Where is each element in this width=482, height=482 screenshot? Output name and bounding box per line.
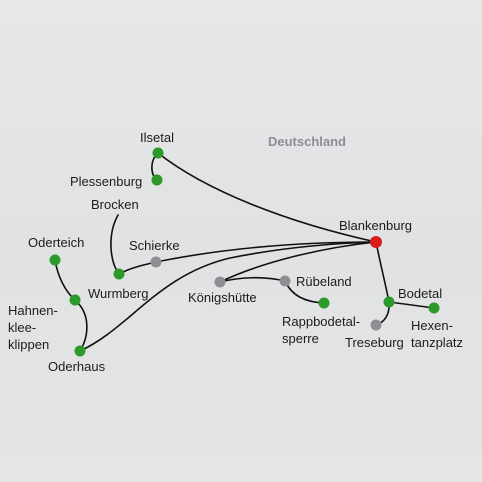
treseburg-marker [370, 319, 382, 331]
route-blankenburg-bodetal [375, 241, 390, 303]
ruebeland-marker [279, 275, 291, 287]
bodetal-label: Bodetal [398, 286, 442, 301]
oderteich-marker [49, 254, 61, 266]
plessenburg-marker [151, 174, 163, 186]
route-oderhaus-blankenburg [79, 241, 377, 352]
bodetal-marker [383, 296, 395, 308]
route-koenigshuette-ruebeland [219, 276, 286, 283]
oderteich-label: Oderteich [28, 235, 84, 250]
route-koenigshuette-blankenburg [219, 241, 377, 283]
koenigshuette-marker [214, 276, 226, 288]
treseburg-label: Treseburg [345, 335, 404, 350]
blankenburg-label: Blankenburg [339, 218, 412, 233]
route-ilsetal-blankenburg [157, 152, 377, 243]
wurmberg-label: Wurmberg [88, 286, 148, 301]
route-hahnenklee-oderhaus [74, 299, 88, 352]
schierke-marker [150, 256, 162, 268]
brocken-label: Brocken [91, 197, 139, 212]
station-markers [49, 147, 440, 357]
wurmberg-marker [113, 268, 125, 280]
hahnenkleeklippen-label: Hahnen- klee- klippen [8, 303, 62, 352]
rappbodetalsperre-label: Rappbodetal- sperre [282, 314, 364, 346]
route-wurmberg-schierke [118, 261, 157, 275]
hexentanzplatz-marker [428, 302, 440, 314]
ruebeland-label: Rübeland [296, 274, 352, 289]
route-brocken-wurmberg [110, 214, 120, 275]
ilsetal-marker [152, 147, 164, 159]
schierke-label: Schierke [129, 238, 180, 253]
hexentanzplatz-label: Hexen- tanzplatz [411, 318, 463, 350]
hahnenkleeklippen-marker [69, 294, 81, 306]
route-oderteich-hahnenklee [54, 259, 76, 301]
koenigshuette-label: Königshütte [188, 290, 257, 305]
country-label: Deutschland [268, 134, 346, 149]
blankenburg-marker [370, 236, 382, 248]
ilsetal-label: Ilsetal [140, 130, 174, 145]
route-bodetal-hexentanzplatz [388, 301, 435, 309]
route-schierke-blankenburg [155, 241, 377, 263]
plessenburg-label: Plessenburg [70, 174, 142, 189]
oderhaus-label: Oderhaus [48, 359, 106, 374]
oderhaus-marker [74, 345, 86, 357]
rappbodetalsperre-marker [318, 297, 330, 309]
place-labels: Ilsetal Plessenburg Brocken Schierke Ode… [8, 130, 463, 374]
